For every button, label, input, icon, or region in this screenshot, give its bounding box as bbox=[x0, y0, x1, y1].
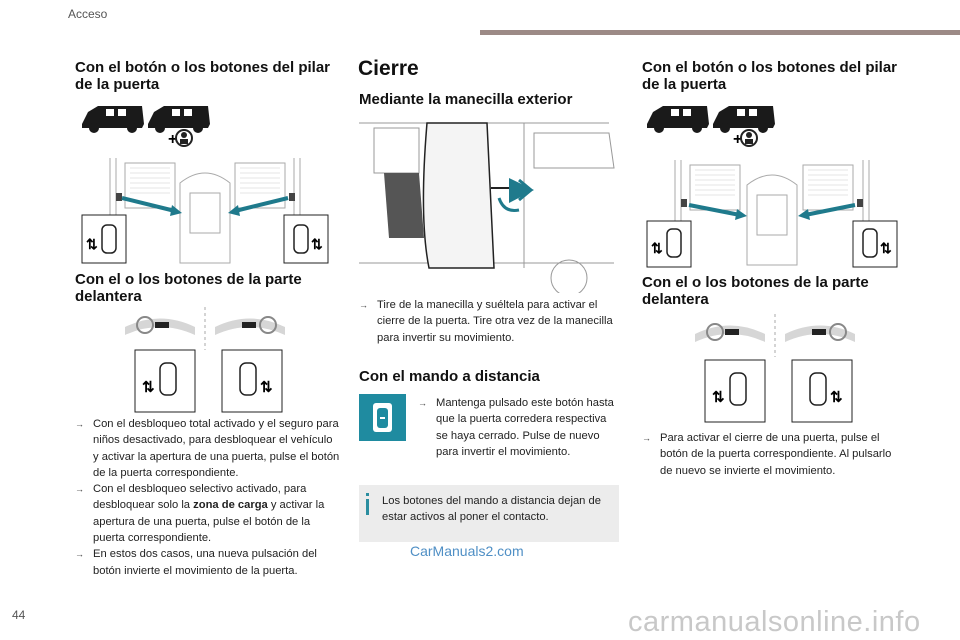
svg-text:⇅: ⇅ bbox=[712, 389, 725, 406]
info-box: Los botones del mando a distancia dejan … bbox=[359, 485, 619, 542]
pillar-diagram: ⇅ ⇅ bbox=[646, 160, 898, 268]
col3-heading-pillar: Con el botón o los botones del pilar de … bbox=[642, 59, 897, 93]
svg-text:⇅: ⇅ bbox=[142, 379, 155, 396]
list-item: Para activar el cierre de una puerta, pu… bbox=[642, 430, 902, 479]
info-text: Los botones del mando a distancia dejan … bbox=[382, 495, 601, 523]
footer-watermark: carmanualsonline.info bbox=[628, 606, 921, 638]
col1-heading-pillar: Con el botón o los botones del pilar de … bbox=[75, 59, 330, 93]
col2-heading-handle: Mediante la manecilla exterior bbox=[359, 91, 573, 108]
col1-heading-front: Con el o los botones de la parte delante… bbox=[75, 271, 302, 305]
van-icons: + bbox=[82, 106, 210, 148]
svg-text:⇅: ⇅ bbox=[86, 236, 98, 252]
watermark: CarManuals2.com bbox=[410, 543, 524, 559]
section-title: Acceso bbox=[68, 7, 108, 21]
list-item: En estos dos casos, una nueva pulsación … bbox=[75, 546, 340, 579]
list-item: Tire de la manecilla y suéltela para act… bbox=[359, 297, 621, 346]
svg-text:⇅: ⇅ bbox=[880, 240, 892, 256]
col3-heading-front: Con el o los botones de la parte delante… bbox=[642, 274, 869, 308]
svg-text:⇅: ⇅ bbox=[260, 379, 273, 396]
pillar-diagram: ⇅ ⇅ bbox=[80, 153, 330, 268]
svg-text:⇅: ⇅ bbox=[311, 236, 323, 252]
col2-heading-remote: Con el mando a distancia bbox=[359, 368, 540, 385]
svg-text:⇅: ⇅ bbox=[651, 240, 663, 256]
svg-text:⇅: ⇅ bbox=[830, 389, 843, 406]
front-buttons-diagram: ⇅ ⇅ bbox=[695, 314, 855, 423]
header-bar bbox=[480, 30, 960, 35]
sliding-door-diagram bbox=[359, 118, 619, 293]
list-item: Con el desbloqueo selectivo activado, pa… bbox=[75, 481, 340, 546]
list-item: Con el desbloqueo total activado y el se… bbox=[75, 416, 340, 481]
page-number: 44 bbox=[12, 608, 26, 622]
col3-bullets: Para activar el cierre de una puerta, pu… bbox=[642, 430, 902, 479]
front-buttons-diagram: ⇅ ⇅ bbox=[125, 307, 285, 413]
page-title: Cierre bbox=[358, 57, 419, 80]
van-icons: + bbox=[647, 106, 775, 148]
col1-bullets: Con el desbloqueo total activado y el se… bbox=[75, 416, 340, 579]
list-item: Mantenga pulsado este botón hasta que la… bbox=[418, 395, 618, 460]
svg-text:+: + bbox=[733, 131, 742, 148]
svg-text:+: + bbox=[168, 131, 177, 148]
col2-remote-bullets: Mantenga pulsado este botón hasta que la… bbox=[418, 395, 618, 460]
info-icon bbox=[366, 493, 369, 496]
remote-key-icon bbox=[359, 394, 406, 441]
col2-handle-bullets: Tire de la manecilla y suéltela para act… bbox=[359, 297, 621, 346]
